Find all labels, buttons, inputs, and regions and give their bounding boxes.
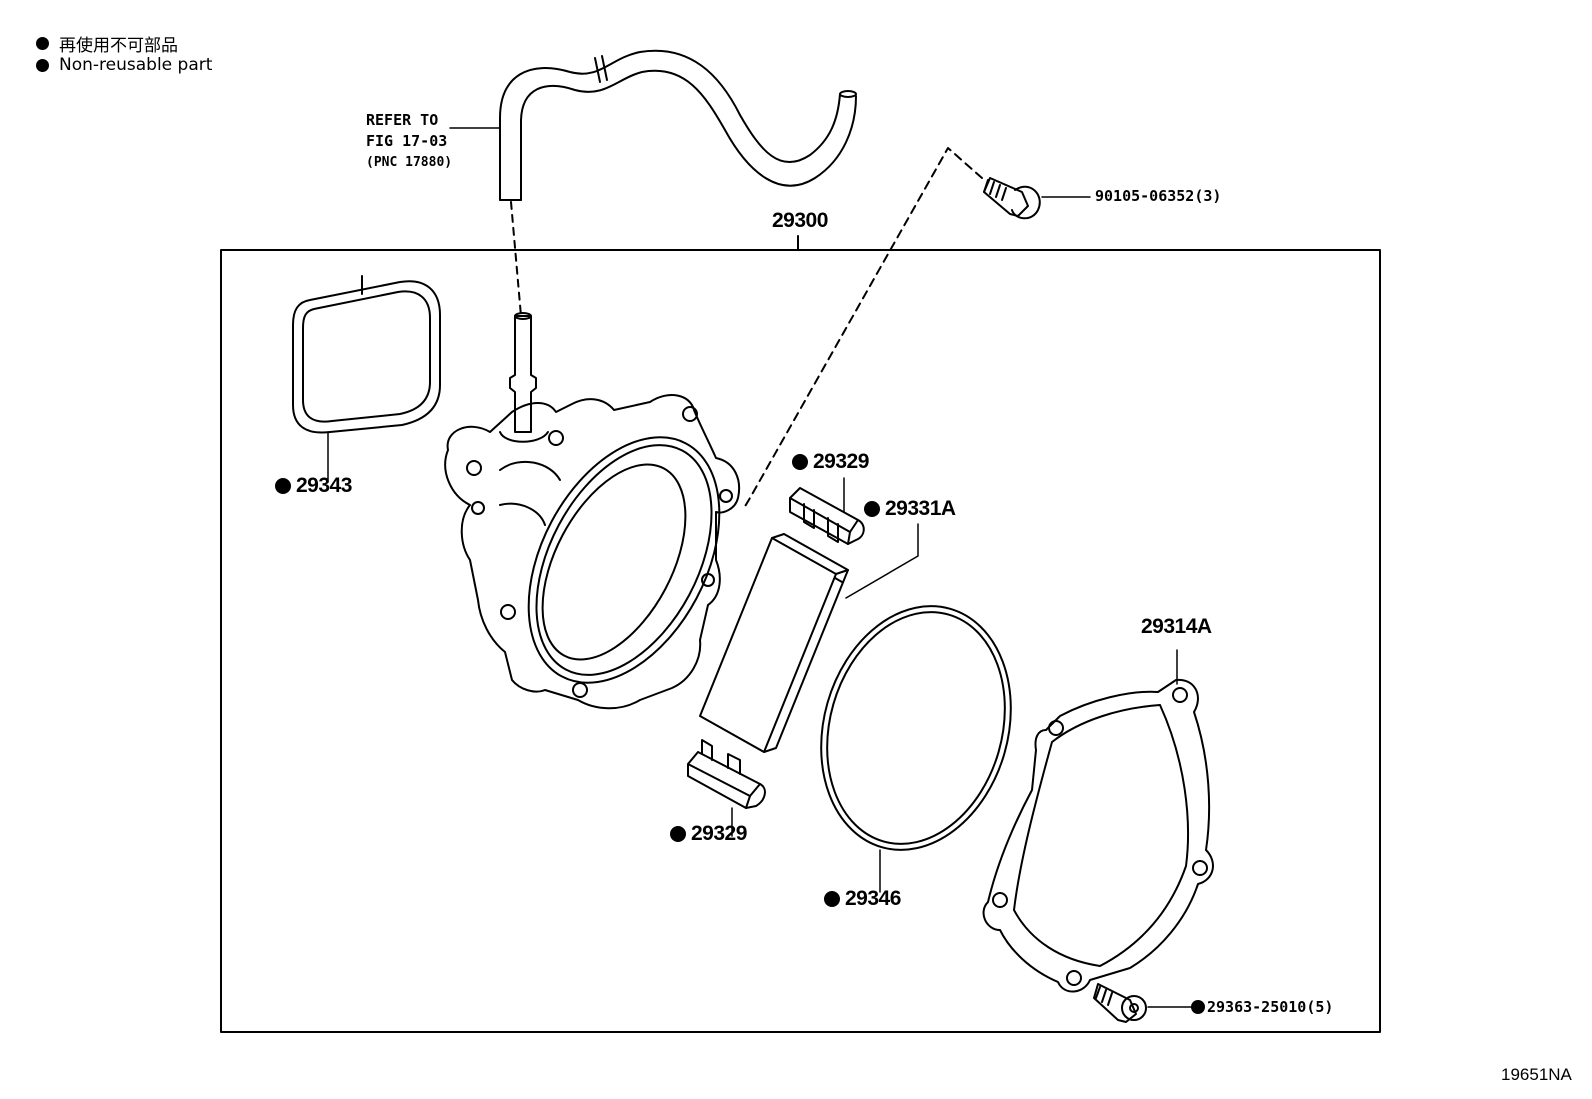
reference-line-1: REFER TO: [366, 111, 439, 129]
reference-line-3: (PNC 17880): [366, 155, 453, 170]
part-label-bolt-top[interactable]: 90105-06352(3): [1095, 187, 1221, 205]
vacuum-hose: [499, 49, 857, 201]
part-label-vane[interactable]: 29331A: [864, 497, 956, 521]
vacuum-nipple: [499, 312, 549, 443]
vane-29331A: [699, 533, 849, 753]
non-reusable-dot-icon: [275, 478, 291, 494]
gasket-29343: [292, 275, 441, 434]
non-reusable-dot-icon: [824, 891, 840, 907]
diagram-id: 19651NA: [1501, 1065, 1572, 1084]
assembly-frame: [220, 249, 1381, 1033]
cap-upper-29329: [789, 487, 865, 545]
part-label-cover[interactable]: 29314A: [1141, 615, 1212, 639]
part-number: 29329: [813, 450, 869, 473]
part-label-cap-lower[interactable]: 29329: [670, 822, 747, 846]
non-reusable-dot-icon: [36, 58, 49, 72]
non-reusable-dot-icon: [670, 826, 686, 842]
pump-housing: [444, 394, 740, 710]
part-number: 90105-06352(3): [1095, 187, 1222, 205]
reference-callout: REFER TO FIG 17-03 (PNC 17880): [366, 110, 452, 173]
part-label-oring[interactable]: 29346: [824, 887, 901, 911]
non-reusable-dot-icon: [36, 37, 49, 50]
legend-japanese: 再使用不可部品: [36, 31, 178, 56]
part-number: 29343: [296, 474, 352, 497]
part-number: 29314A: [1141, 615, 1212, 638]
part-number: 29329: [691, 822, 747, 845]
reference-line-2: FIG 17-03: [366, 132, 448, 150]
part-label-cap-upper[interactable]: 29329: [792, 450, 869, 474]
part-number: 29363-25010(5): [1207, 998, 1334, 1016]
non-reusable-dot-icon: [792, 454, 808, 470]
part-number: 29346: [845, 887, 901, 910]
part-number: 29331A: [885, 497, 956, 520]
cover-29314A: [982, 678, 1214, 993]
cap-lower-29329: [687, 739, 766, 809]
bolt-top: [983, 177, 1041, 220]
non-reusable-dot-icon: [1191, 1000, 1205, 1014]
screw-bottom: [1093, 983, 1147, 1023]
oring-29346: [820, 605, 1012, 851]
part-label-assembly[interactable]: 29300: [772, 209, 828, 233]
legend-japanese-text: 再使用不可部品: [59, 36, 178, 56]
part-label-gasket[interactable]: 29343: [275, 474, 352, 498]
legend-english: Non-reusable part: [36, 55, 212, 75]
legend-english-text: Non-reusable part: [59, 55, 213, 75]
part-label-screw-bottom[interactable]: 29363-25010(5): [1191, 998, 1333, 1016]
non-reusable-dot-icon: [864, 501, 880, 517]
part-number: 29300: [772, 209, 828, 232]
